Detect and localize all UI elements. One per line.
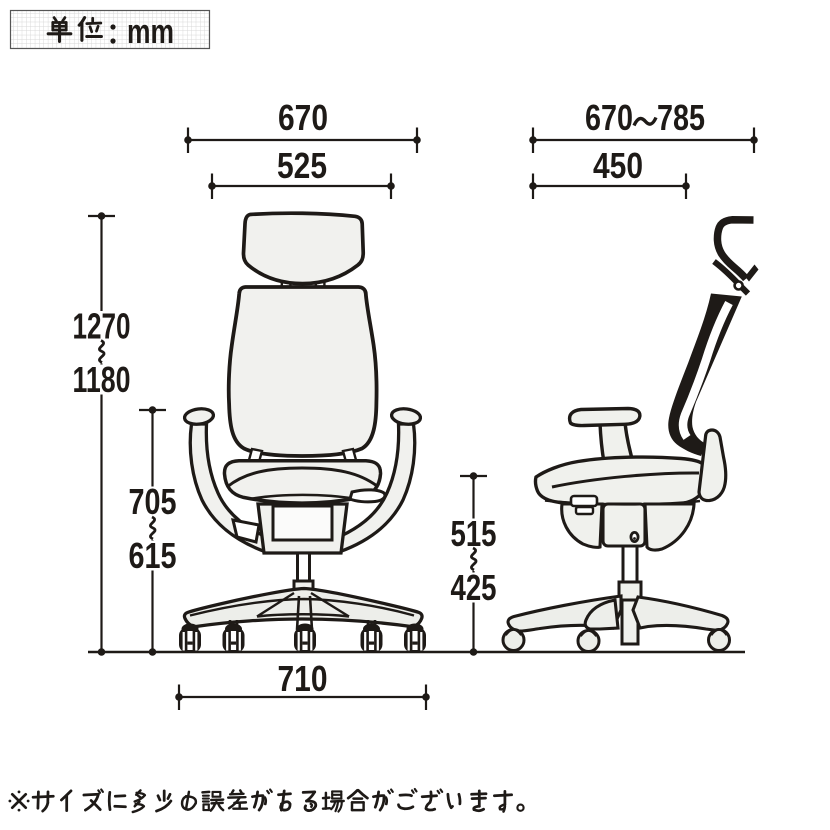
svg-text:mm: mm — [127, 13, 174, 51]
svg-text:705: 705 — [129, 481, 177, 522]
svg-text:615: 615 — [129, 535, 177, 576]
svg-text:785: 785 — [657, 97, 705, 138]
svg-text:670: 670 — [278, 97, 328, 138]
svg-text:450: 450 — [593, 145, 643, 186]
svg-text:525: 525 — [277, 145, 327, 186]
svg-text:1180: 1180 — [73, 359, 131, 400]
svg-text:670: 670 — [585, 97, 633, 138]
svg-text:425: 425 — [451, 567, 497, 608]
svg-text:710: 710 — [278, 658, 328, 699]
